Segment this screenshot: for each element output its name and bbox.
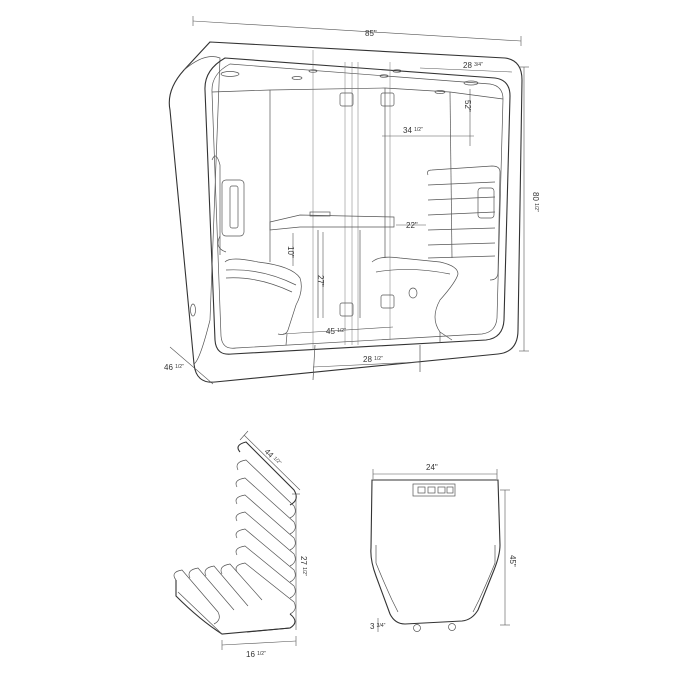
- pod-inner-frame-2: [211, 63, 504, 349]
- table-cable-port-icon: [413, 624, 421, 632]
- pod-outer-shell: [168, 41, 523, 383]
- pod-dimensions: 85" 28 3/4" 80 1/2" 46 1/2" 52" 34 1/2" …: [164, 16, 540, 385]
- door-hinge-icon: [380, 92, 395, 107]
- left-bench: [211, 155, 302, 335]
- door-width-label: 28 3/4": [463, 61, 483, 70]
- overall-width-label: 85": [365, 29, 377, 38]
- door-hinge-icon: [339, 302, 354, 317]
- ceiling: [211, 87, 504, 100]
- table-dimensions: 24" 45" 3 3/4": [370, 463, 517, 632]
- ceiling-light-icon: [291, 76, 303, 80]
- side-vent-icon: [190, 303, 196, 317]
- ceiling-light-icon: [392, 69, 402, 73]
- glass-door: [312, 50, 395, 350]
- pod-drawing: [168, 41, 523, 383]
- depth-label: 46 1/2": [164, 363, 184, 372]
- height-label: 80 1/2": [531, 192, 540, 212]
- pod-inner-frame: [204, 57, 511, 355]
- table-length-label: 45": [508, 555, 517, 567]
- door-hinge-icon: [339, 92, 354, 107]
- bench-dimensions: 44 1/2" 27 1/2" 16 1/2": [221, 430, 308, 659]
- floor-depth-label: 45 1/2": [326, 327, 346, 336]
- right-bench: [371, 165, 501, 341]
- bench-height-label: 27 1/2": [299, 556, 308, 576]
- ceiling-light-icon: [463, 80, 479, 86]
- table-depth-label: 22": [406, 221, 418, 230]
- bench-back-label: 44 1/2": [263, 447, 284, 468]
- table-top-label: 10": [286, 246, 295, 258]
- table-outlet-panel-icon: [412, 483, 456, 497]
- table-to-wall-label: 34 1/2": [403, 126, 423, 135]
- ceiling-light-icon: [434, 90, 446, 94]
- bench-drawing: [173, 441, 297, 635]
- ceiling-light-icon: [220, 71, 240, 77]
- table-outlet-icon: [309, 211, 331, 217]
- table-drawing: [370, 479, 501, 632]
- pod-side-panel: [183, 56, 221, 365]
- door-hinge-icon: [380, 294, 395, 309]
- table-width-label: 24": [426, 463, 438, 472]
- floor-width-label: 28 1/2": [363, 355, 383, 364]
- pod-table: [269, 211, 395, 318]
- bench-seat-label: 16 1/2": [246, 650, 266, 659]
- back-wall-edge: [449, 91, 453, 259]
- ceiling-light-icon: [379, 74, 389, 78]
- interior-height-label: 52": [463, 100, 472, 112]
- table-height-label: 27": [316, 275, 325, 287]
- table-thickness-label: 3 3/4": [370, 622, 386, 631]
- table-cable-port-icon: [448, 623, 456, 631]
